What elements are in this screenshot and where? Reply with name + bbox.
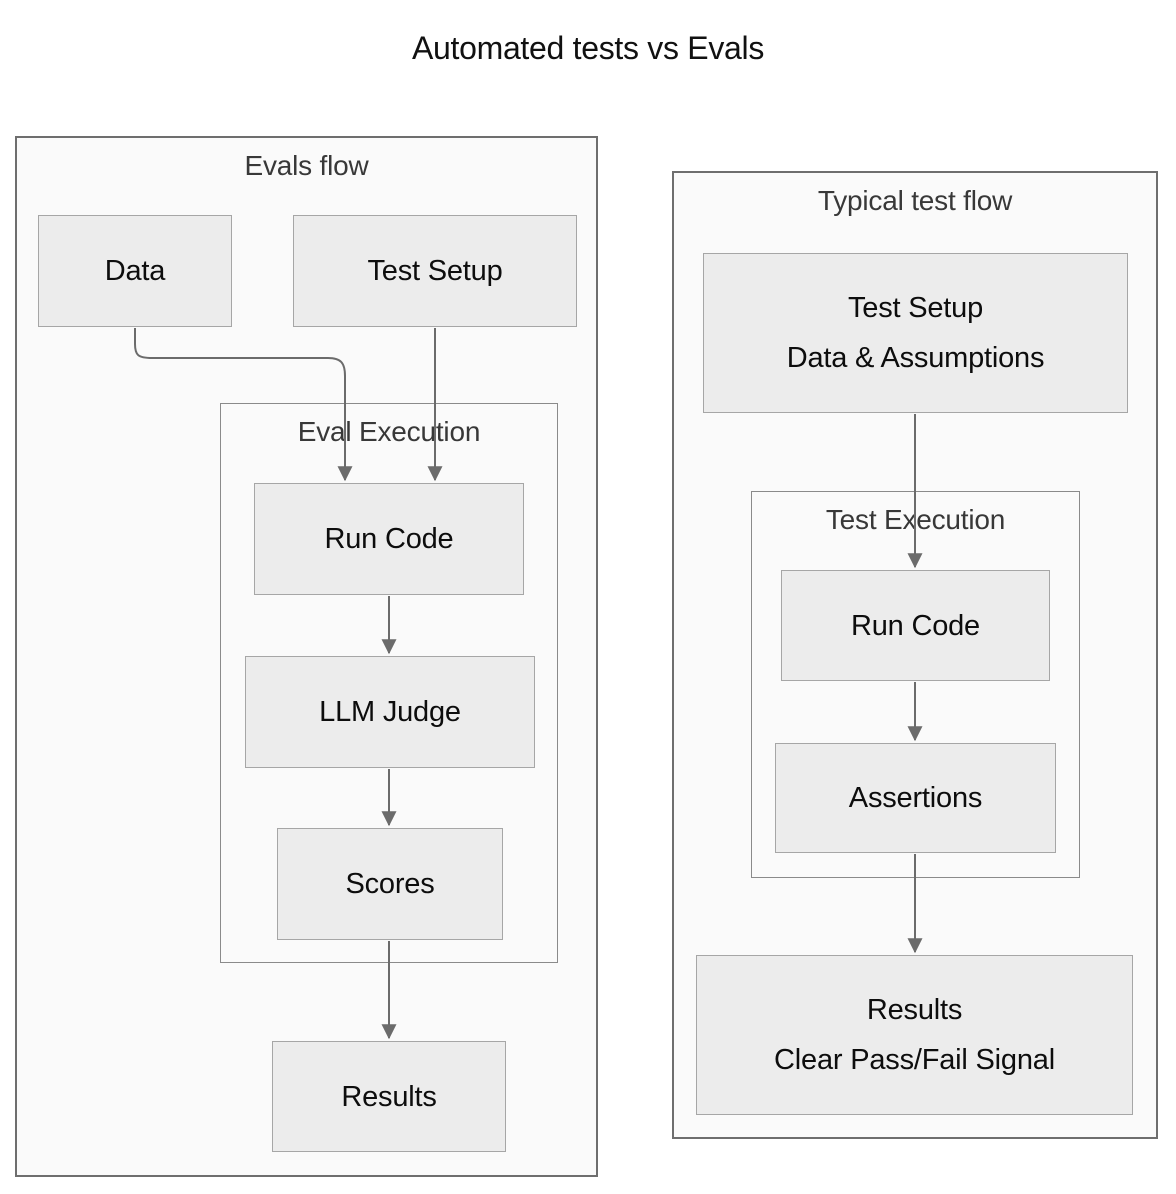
evals-flow-label: Evals flow — [244, 150, 369, 181]
node-test-setup-typical: Test Setup Data & Assumptions — [703, 253, 1128, 413]
node-test-setup-typical-line1: Test Setup — [847, 292, 984, 324]
node-run-code-typical: Run Code — [781, 570, 1050, 681]
node-test-setup-typical-line2: Data & Assumptions — [786, 342, 1045, 374]
test-execution-group-label: Test Execution — [825, 504, 1006, 535]
typical-test-flow-label: Typical test flow — [817, 185, 1013, 216]
node-run-code-evals: Run Code — [254, 483, 524, 595]
node-data-label: Data — [104, 255, 166, 287]
node-assertions: Assertions — [775, 743, 1056, 853]
node-test-setup: Test Setup — [293, 215, 577, 327]
node-scores: Scores — [277, 828, 503, 940]
node-llm-judge-label: LLM Judge — [319, 696, 461, 728]
node-results-typical: Results Clear Pass/Fail Signal — [696, 955, 1133, 1115]
node-test-setup-label: Test Setup — [367, 255, 503, 287]
node-scores-label: Scores — [345, 868, 435, 900]
node-llm-judge: LLM Judge — [245, 656, 535, 768]
node-run-code-evals-label: Run Code — [324, 523, 454, 555]
node-assertions-label: Assertions — [848, 782, 983, 814]
node-run-code-typical-label: Run Code — [851, 609, 980, 642]
node-results-typical-line2: Clear Pass/Fail Signal — [774, 1044, 1055, 1076]
diagram-title: Automated tests vs Evals — [411, 30, 765, 66]
node-data: Data — [38, 215, 232, 327]
eval-execution-group-label: Eval Execution — [297, 416, 481, 447]
node-results-evals: Results — [272, 1041, 506, 1152]
node-results-evals-label: Results — [341, 1080, 437, 1113]
node-results-typical-line1: Results — [866, 994, 963, 1026]
